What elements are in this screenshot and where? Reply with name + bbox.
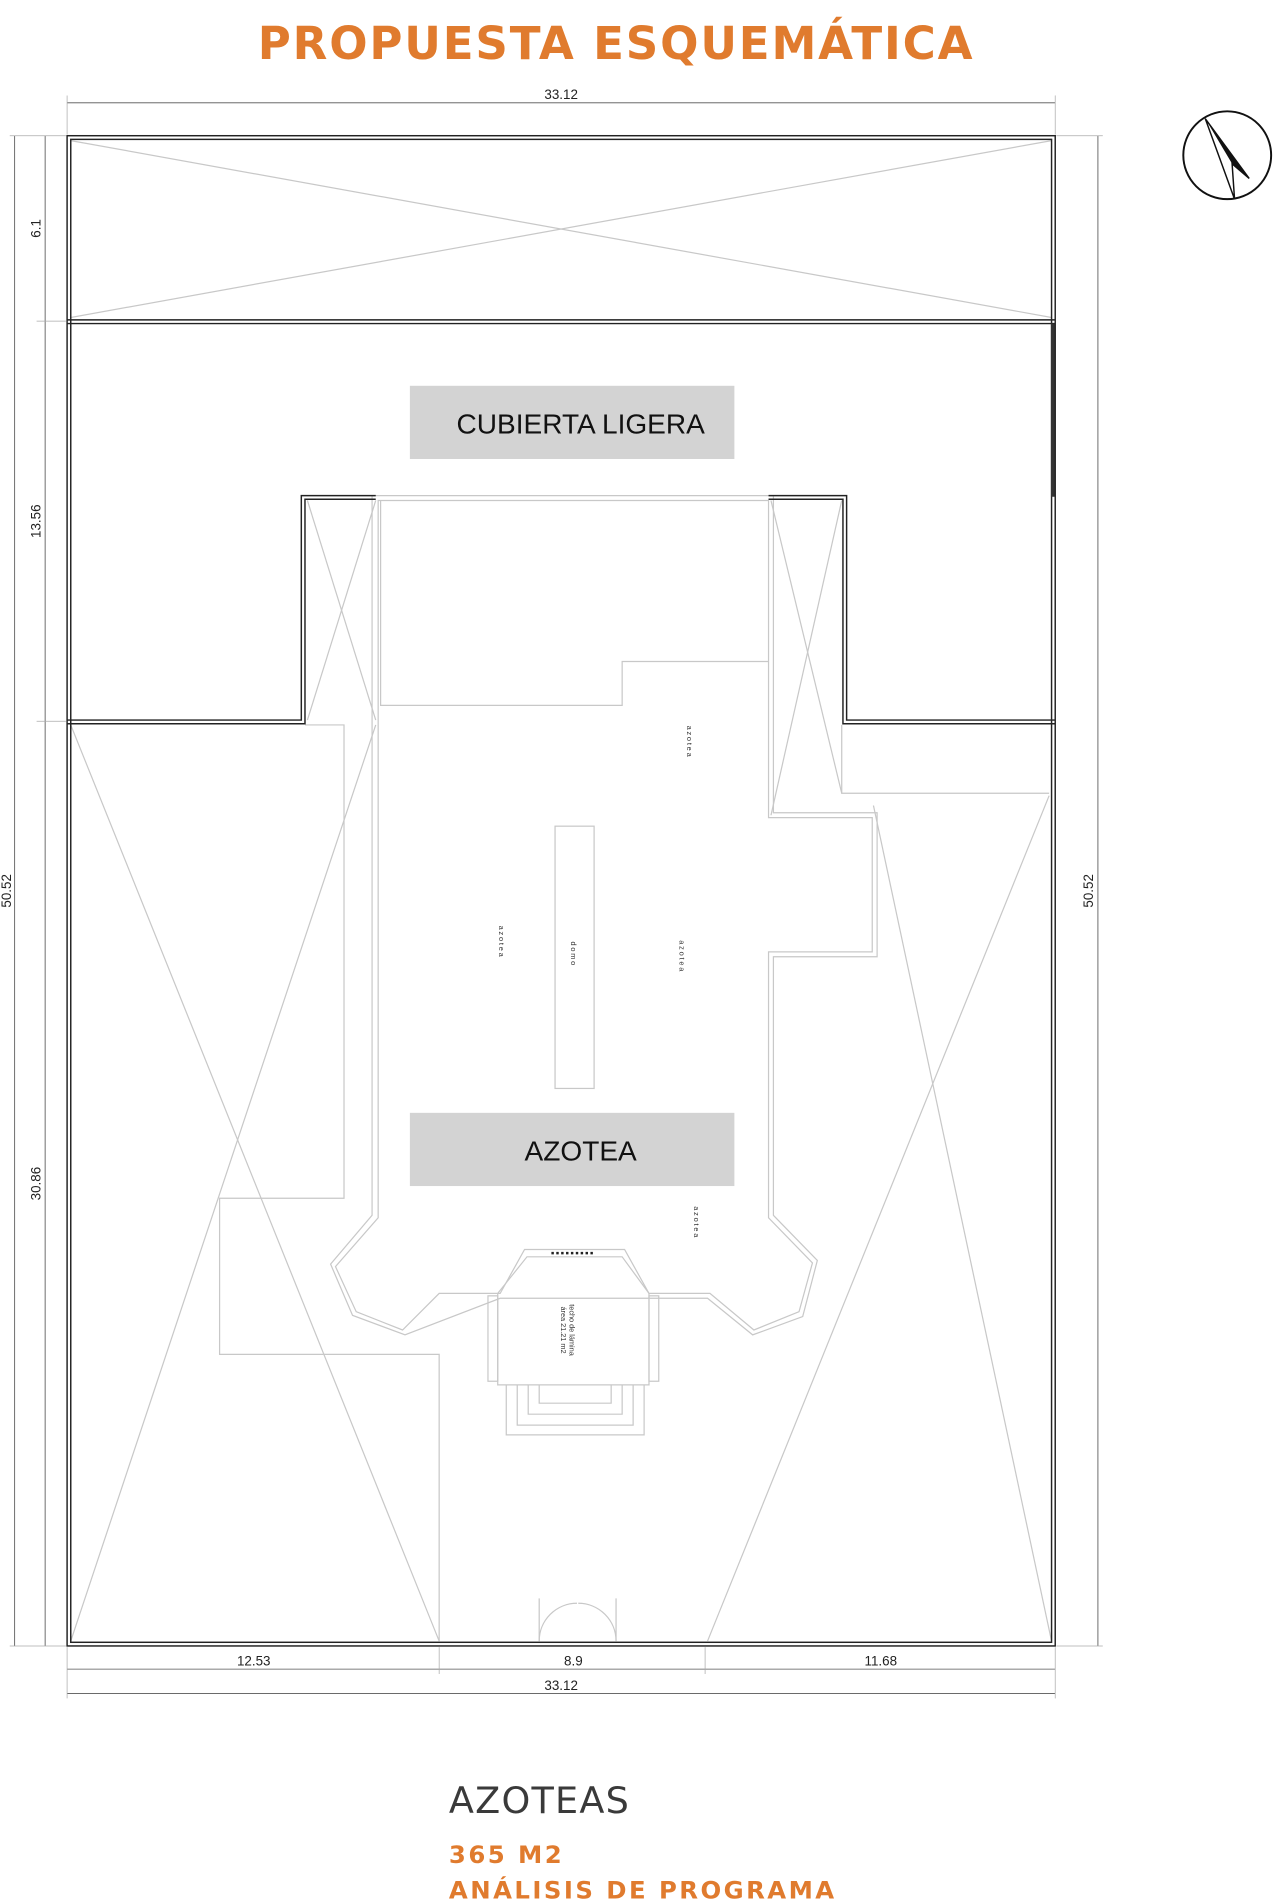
bottom-dimensions: 12.53 8.9 11.68 33.12 — [66, 1647, 1056, 1699]
right-total-dimension: 50.52 — [1081, 874, 1096, 908]
north-arrow-icon — [1182, 110, 1273, 201]
footer-subtitle: ANÁLISIS DE PROGRAMA — [449, 1875, 837, 1900]
property-boundary — [66, 134, 1056, 1647]
construction-lines — [70, 139, 1053, 1642]
cubierta-ligera-label: CUBIERTA LIGERA — [409, 385, 735, 459]
page-title: PROPUESTA ESQUEMÁTICA — [258, 17, 975, 70]
pavilion-tag-line2: área 21.21 m2 — [559, 1306, 568, 1353]
left-dimensions: 6.1 13.56 30.86 50.52 — [0, 135, 66, 1647]
pavilion-tag-line1: techo de lámina — [568, 1304, 577, 1356]
azotea-text: AZOTEA — [525, 1135, 637, 1166]
bottom-total-dimension: 33.12 — [544, 1678, 578, 1693]
top-total-dimension: 33.12 — [544, 87, 578, 102]
left-dimension-1: 6.1 — [28, 219, 43, 238]
footer-area: 365 M2 — [449, 1840, 564, 1869]
footer-heading: AZOTEAS — [449, 1779, 630, 1822]
left-dimension-2: 13.56 — [28, 504, 43, 538]
bottom-dimension-3: 11.68 — [864, 1653, 897, 1668]
top-dimension: 33.12 — [66, 87, 1056, 135]
azotea-label: AZOTEA — [409, 1112, 735, 1187]
left-dimension-3: 30.86 — [28, 1167, 43, 1201]
room-tag: azotea — [692, 1206, 701, 1239]
cubierta-ligera-text: CUBIERTA LIGERA — [457, 408, 706, 439]
bottom-dimension-1: 12.53 — [237, 1653, 271, 1668]
room-tag: azotea — [685, 726, 694, 759]
left-total-dimension: 50.52 — [0, 874, 14, 908]
room-tag: domo — [569, 941, 578, 967]
bottom-dimension-2: 8.9 — [564, 1653, 583, 1668]
right-dimension: 50.52 — [1056, 135, 1103, 1647]
room-tag: azotea — [497, 926, 506, 959]
room-tag: azotea — [677, 940, 686, 973]
room-tags: azotea azotea domo azotea azotea techo d… — [497, 726, 701, 1357]
